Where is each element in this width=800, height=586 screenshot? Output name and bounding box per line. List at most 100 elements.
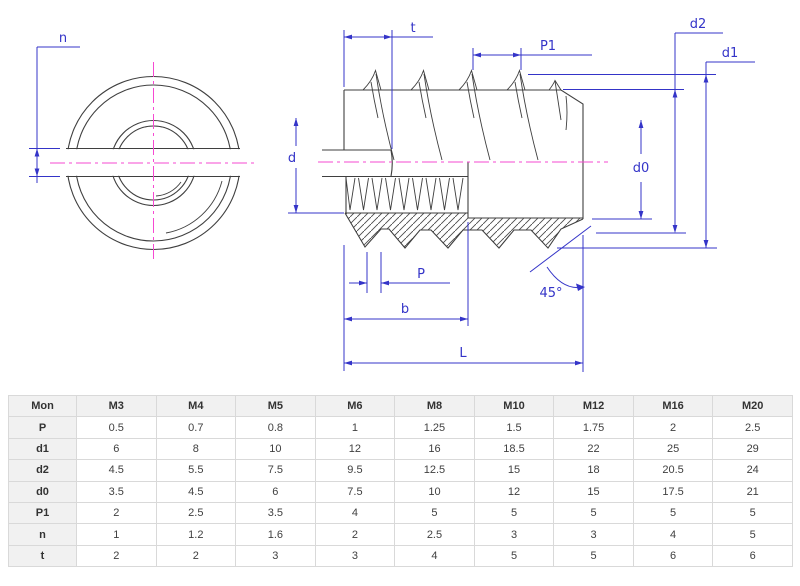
spec-cell: 3 [235, 544, 316, 568]
spec-cell: 4 [394, 544, 475, 568]
dim-d: d [288, 118, 344, 214]
spec-cell: 2 [155, 544, 237, 568]
spec-cell: 20.5 [632, 459, 714, 482]
spec-cell: 5 [712, 523, 793, 546]
spec-cell: 2 [314, 523, 396, 546]
spec-cell: 0.7 [155, 416, 237, 439]
spec-cell: 5.5 [155, 459, 237, 482]
spec-cell: 2 [76, 544, 157, 568]
dim-p1: P1 [472, 39, 592, 70]
spec-cell: 22 [553, 437, 634, 461]
spec-cell: 16 [394, 437, 475, 461]
spec-cell: 2.5 [155, 501, 237, 525]
section-hatch [345, 213, 583, 248]
spec-cell: 6 [235, 480, 316, 503]
spec-cell: 5 [473, 501, 555, 525]
bore-helix-arc [155, 181, 182, 197]
dim-angle: 45° [529, 225, 592, 301]
internal-thread-flanks [345, 177, 464, 211]
col-header-m10: M10 [473, 394, 555, 418]
spec-cell: 3 [473, 523, 555, 546]
bore-step [467, 162, 583, 219]
dim-l: L [344, 235, 584, 372]
dim-t: t [343, 21, 433, 149]
spec-cell: 3.5 [235, 501, 316, 525]
spec-cell: 3 [553, 523, 634, 546]
spec-cell: 1.5 [473, 416, 555, 439]
col-header-m8: M8 [394, 394, 475, 418]
spec-cell: 5 [553, 501, 634, 525]
teeth-outline [344, 212, 584, 249]
spec-cell: 15 [553, 480, 634, 503]
col-header-mon: Mon [8, 394, 77, 418]
dim-p: P [349, 252, 450, 293]
spec-cell: 2 [76, 501, 157, 525]
dim-label-b: b [401, 302, 409, 317]
dim-label-p1: P1 [540, 39, 556, 54]
spec-cell: 2 [632, 416, 714, 439]
col-header-m12: M12 [553, 394, 634, 418]
spec-cell: 12.5 [394, 459, 475, 482]
col-header-m6: M6 [314, 394, 396, 418]
spec-cell: 15 [473, 459, 555, 482]
spec-cell: 2.5 [712, 416, 793, 439]
row-label-d2: d2 [8, 459, 77, 482]
spec-cell: 1 [314, 416, 396, 439]
spec-cell: 4 [632, 523, 714, 546]
spec-cell: 0.5 [76, 416, 157, 439]
dim-label-t: t [410, 21, 415, 36]
technical-drawing: n [29, 17, 755, 372]
spec-cell: 12 [314, 437, 396, 461]
col-header-m5: M5 [235, 394, 316, 418]
side-slot [322, 149, 468, 178]
spec-cell: 18 [553, 459, 634, 482]
spec-cell: 8 [155, 437, 237, 461]
spec-cell: 9.5 [314, 459, 396, 482]
dim-label-angle: 45° [539, 286, 562, 301]
spec-cell: 1.75 [553, 416, 634, 439]
spec-cell: 5 [712, 501, 793, 525]
spec-cell: 5 [553, 544, 634, 568]
spec-cell: 21 [712, 480, 793, 503]
spec-cell: 5 [632, 501, 714, 525]
spec-cell: 1.25 [394, 416, 475, 439]
dim-label-l: L [459, 346, 467, 361]
spec-cell: 3 [314, 544, 396, 568]
spec-cell: 5 [394, 501, 475, 525]
dim-b: b [343, 222, 469, 371]
spec-cell: 1.6 [235, 523, 316, 546]
row-label-n: n [8, 523, 77, 546]
dim-label-p: P [417, 267, 425, 282]
spec-cell: 4.5 [76, 459, 157, 482]
spec-cell: 12 [473, 480, 555, 503]
col-header-m3: M3 [76, 394, 157, 418]
dim-label-d: d [288, 151, 296, 166]
dim-d1: d1 [528, 46, 755, 249]
col-header-m20: M20 [712, 394, 793, 418]
dim-label-n: n [59, 31, 67, 46]
spec-cell: 2.5 [394, 523, 475, 546]
spec-cell: 3.5 [76, 480, 157, 503]
spec-cell: 6 [632, 544, 714, 568]
spec-cell: 6 [76, 437, 157, 461]
dim-label-d1: d1 [722, 46, 739, 61]
spec-cell: 0.8 [235, 416, 316, 439]
dim-n: n [29, 31, 80, 183]
spec-cell: 29 [712, 437, 793, 461]
spec-cell: 4.5 [155, 480, 237, 503]
row-label-d0: d0 [8, 480, 77, 503]
dim-d2: d2 [563, 17, 723, 234]
spec-cell: 7.5 [314, 480, 396, 503]
col-header-m16: M16 [632, 394, 714, 418]
dim-d0: d0 [592, 120, 652, 220]
spec-cell: 25 [632, 437, 714, 461]
